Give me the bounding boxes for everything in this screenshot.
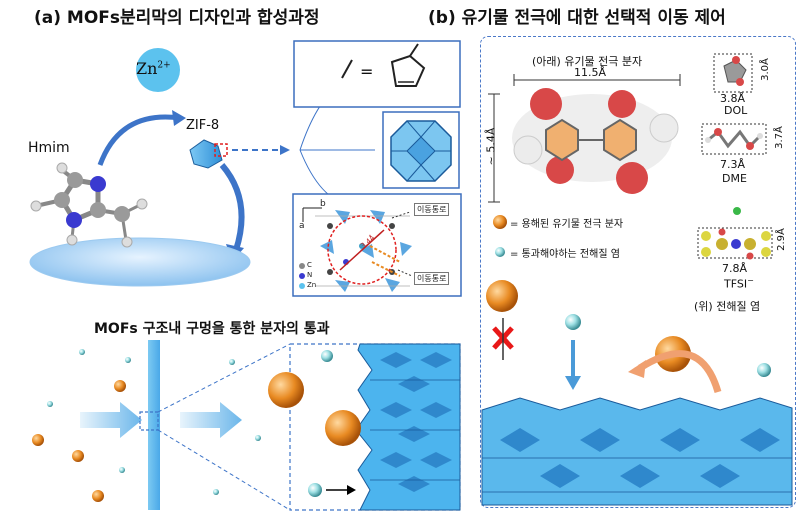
axis-a-label: a [299,221,305,231]
legend-orange-ball [493,215,507,229]
legend-zn-label: Zn [307,281,317,289]
membrane-zoom-box [139,411,159,431]
membrane-slab [148,340,160,510]
zoom-framework [355,343,461,511]
legend-orange-label: = 용해된 유기물 전극 분자 [510,219,624,230]
dme-height-label: 3.7Å [773,126,785,149]
ion-ball-2 [757,363,771,377]
panel-b-frame [480,36,796,508]
zn-ion-label: Zn2+ [136,59,171,78]
blocked-organic-ball [486,280,518,312]
zif8-highlight-box [214,143,228,157]
substrate-disc [29,237,251,287]
tfsi-width-label: 7.8Å [722,262,748,275]
tfsi-height-label: 2.9Å [775,228,787,251]
electrolyte-label: (위) 전해질 염 [694,300,761,313]
dme-box [701,123,767,155]
dol-name: DOL [724,104,748,117]
dol-box [713,53,753,93]
dme-molecule [705,128,763,150]
dme-width-label: 7.3Å [720,158,746,171]
mof-surface [481,397,793,506]
dol-molecule [723,56,747,86]
organic-electrode-molecule [512,88,679,194]
mol-width-label: 11.5Å [574,66,607,79]
dol-height-label: 3.0Å [759,58,771,81]
flow-arrow-right [180,402,242,438]
zoom-ion-1 [321,350,333,362]
legend-n-label: N [307,271,313,279]
curve-arrow-to-zif [97,114,181,166]
ion-ball-1 [565,314,581,330]
passage-title: MOFs 구조내 구멍을 통한 분자의 통과 [94,321,330,337]
framework-lattice [315,210,412,292]
zoom-organic-ball-1 [268,372,304,408]
zn-ion [136,48,180,92]
imidazole-structure [390,43,426,87]
equals-sign: = [360,62,374,81]
channel-label-bottom: 이동통로 [414,272,450,285]
mol-height-label: ~ 5.4Å [484,127,498,166]
hmim-label: Hmim [28,140,70,156]
zif8-label: ZIF-8 [186,118,220,133]
axis-b-label: b [320,199,326,209]
channel-label-top: 이동통로 [414,203,450,216]
legend-c-dot [299,263,305,269]
feed-particles [32,349,261,502]
dol-width-label: 3.8Å [720,92,746,105]
panel-b-title: (b) 유기물 전극에 대한 선택적 이동 제어 [428,8,726,28]
tfsi-molecule [701,228,771,260]
legend-cyan-label: = 통과해야하는 전해질 염 [510,249,620,260]
hmim-molecule [30,162,148,248]
tfsi-charge-dot [733,207,741,215]
zif8-crystal [189,139,223,169]
tfsi-name: TFSI− [724,276,754,291]
curve-arrow-to-disc [219,163,245,251]
linker-box [293,40,461,108]
flow-arrow-left [80,402,142,438]
zoom-ion-2 [308,483,322,497]
pore-circle [327,215,397,285]
legend-n-dot [299,273,305,279]
legend-c-label: C [307,261,312,269]
zoom-organic-ball-2 [325,410,361,446]
panel-a-title: (a) MOFs분리막의 디자인과 합성과정 [34,8,320,28]
pore-size-arrow [339,229,385,271]
dme-name: DME [722,172,747,185]
rebound-arrow [638,350,722,394]
legend-zn-dot [299,283,305,289]
tfsi-box [697,227,773,259]
organic-molecule-title: (아래) 유기물 전극 분자 [532,55,643,68]
sodalite-cage [390,120,452,182]
legend-cyan-ball [495,247,505,257]
